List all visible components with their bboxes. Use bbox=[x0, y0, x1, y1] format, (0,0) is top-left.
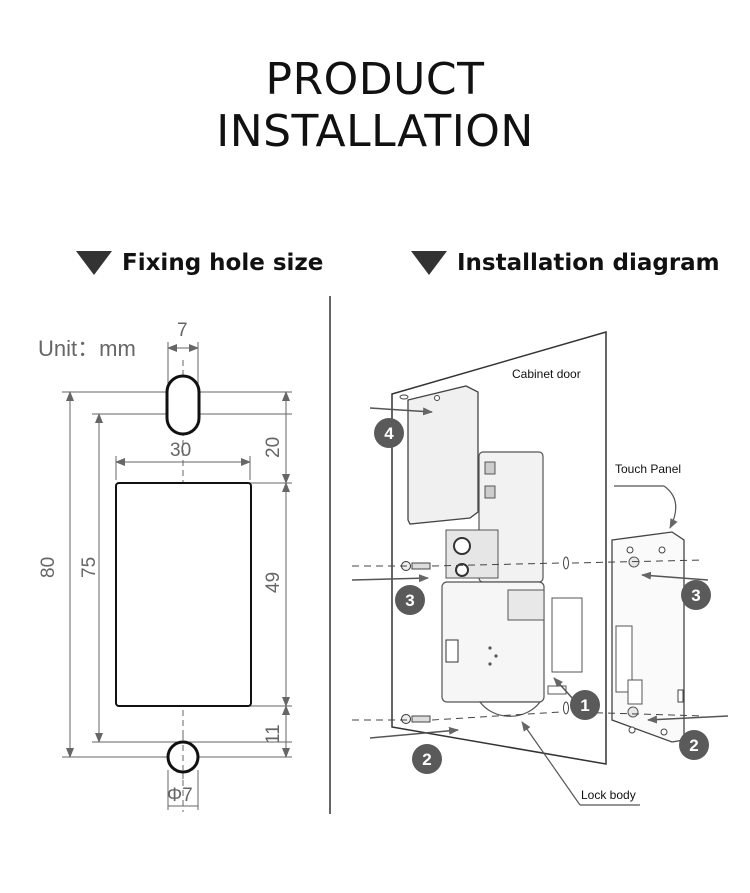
step-badge-2-left: 2 bbox=[412, 744, 442, 774]
column-divider bbox=[329, 296, 331, 814]
top-slot-shape bbox=[165, 374, 201, 436]
dim-text-hole-diameter: Φ7 bbox=[167, 785, 193, 806]
dim-text-panel-height: 49 bbox=[263, 572, 284, 593]
label-touch-panel: Touch Panel bbox=[615, 462, 681, 476]
dim-text-panel-span: 75 bbox=[79, 557, 100, 578]
step-badge-1: 1 bbox=[570, 690, 600, 720]
dim-text-bottom-offset: 11 bbox=[263, 724, 284, 744]
svg-text:1: 1 bbox=[580, 696, 589, 715]
section-fixing-hole-size: Fixing hole size bbox=[76, 248, 323, 278]
lock-body-shape bbox=[441, 451, 583, 717]
door-hole-upper bbox=[563, 556, 569, 570]
svg-text:3: 3 bbox=[405, 591, 414, 610]
dim-text-slot-width: 7 bbox=[177, 320, 188, 341]
door-hole-lower bbox=[563, 701, 569, 715]
title-line-1: PRODUCT bbox=[265, 54, 485, 105]
label-cabinet-door: Cabinet door bbox=[512, 367, 581, 381]
svg-text:2: 2 bbox=[689, 736, 698, 755]
step-badge-3-right: 3 bbox=[681, 580, 711, 610]
battery-cover-screw bbox=[434, 395, 440, 401]
section-label-installation: Installation diagram bbox=[457, 250, 720, 276]
section-label-fixing: Fixing hole size bbox=[122, 250, 324, 276]
door-screw-mark bbox=[399, 394, 409, 400]
svg-text:4: 4 bbox=[384, 424, 394, 443]
unit-label: Unit：mm bbox=[38, 336, 136, 361]
label-leaders bbox=[521, 485, 678, 806]
step-badge-3-left: 3 bbox=[395, 585, 425, 615]
battery-cover-shape bbox=[407, 385, 479, 525]
panel-cutout-shape bbox=[115, 482, 252, 707]
title-line-2: INSTALLATION bbox=[216, 106, 534, 157]
direction-arrows bbox=[351, 407, 729, 739]
svg-text:3: 3 bbox=[691, 586, 700, 605]
screw-lower bbox=[401, 714, 431, 724]
triangle-down-icon bbox=[411, 251, 447, 275]
svg-text:2: 2 bbox=[422, 750, 431, 769]
alignment-lines bbox=[352, 559, 705, 721]
dim-text-panel-width: 30 bbox=[170, 440, 191, 461]
step-badge-2-right: 2 bbox=[679, 730, 709, 760]
label-lock-body: Lock body bbox=[581, 788, 636, 802]
touch-panel-shape bbox=[611, 531, 685, 743]
step-badge-4: 4 bbox=[374, 418, 404, 448]
dim-text-total-height: 80 bbox=[38, 557, 59, 578]
dim-text-top-offset: 20 bbox=[263, 437, 284, 458]
triangle-down-icon bbox=[76, 251, 112, 275]
section-installation-diagram: Installation diagram bbox=[411, 248, 720, 278]
